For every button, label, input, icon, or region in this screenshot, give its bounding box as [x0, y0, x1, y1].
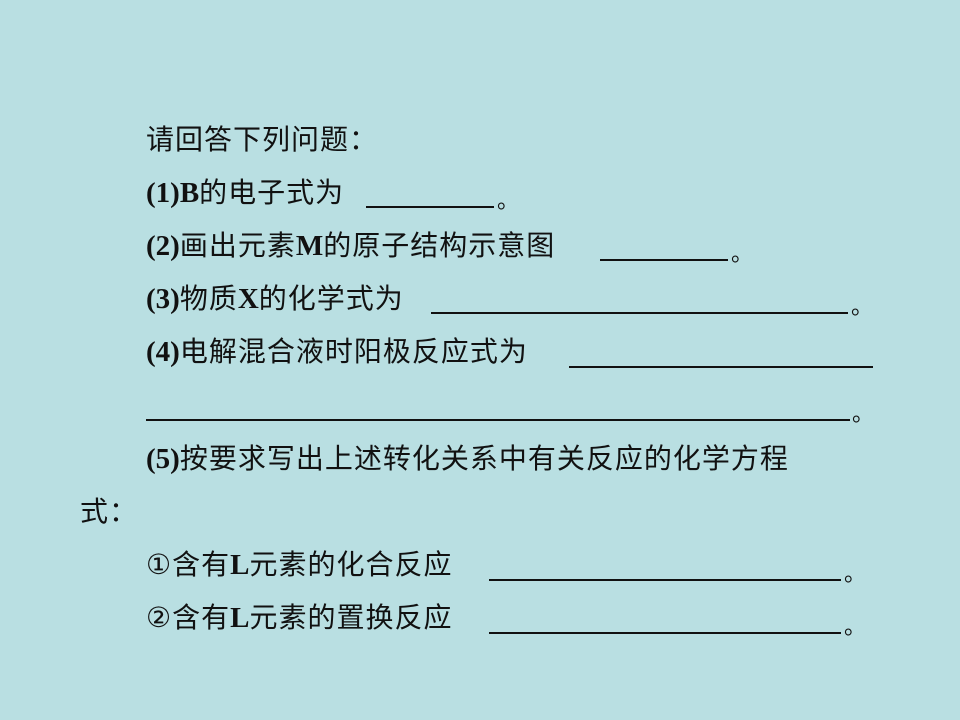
- item-marker: ②: [146, 601, 173, 634]
- question-text: 元素的置换反应: [249, 601, 453, 634]
- question-number: (4): [146, 336, 180, 368]
- question-1: (1) B 的电子式为: [146, 173, 344, 213]
- question-text: 电解混合液时阳极反应式为: [179, 335, 528, 368]
- bold-symbol: X: [237, 283, 259, 315]
- question-number: (3): [146, 283, 180, 315]
- question-number: (2): [146, 230, 180, 262]
- bold-symbol: B: [179, 177, 200, 209]
- answer-blank-3[interactable]: [431, 312, 848, 314]
- intro-text: 请回答下列问题：: [146, 123, 379, 156]
- bold-symbol: M: [295, 230, 324, 262]
- question-text-pre: 物质: [179, 282, 238, 315]
- answer-blank-1[interactable]: [366, 206, 494, 208]
- answer-blank-5-2[interactable]: [489, 632, 841, 634]
- intro-line: 请回答下列问题：: [146, 120, 378, 160]
- period: 。: [844, 615, 867, 640]
- question-number: (5): [146, 443, 180, 475]
- question-number: (1): [146, 177, 180, 209]
- period: 。: [844, 562, 867, 587]
- question-5: (5) 按要求写出上述转化关系中有关反应的化学方程: [146, 439, 789, 479]
- question-text-pre: 含有: [172, 548, 231, 581]
- question-text-pre: 含有: [172, 601, 231, 634]
- answer-blank-4a[interactable]: [569, 366, 873, 368]
- question-5-1: ① 含有 L 元素的化合反应: [146, 545, 452, 585]
- period: 。: [851, 295, 874, 320]
- question-text: 的电子式为: [199, 176, 345, 209]
- item-marker: ①: [146, 548, 173, 581]
- question-text: 按要求写出上述转化关系中有关反应的化学方程: [179, 442, 789, 475]
- period: 。: [852, 402, 875, 427]
- question-text: 元素的化合反应: [249, 548, 453, 581]
- question-text: 的原子结构示意图: [323, 229, 556, 262]
- question-5-continuation: 式：: [80, 492, 138, 532]
- answer-blank-5-1[interactable]: [489, 579, 841, 581]
- bold-symbol: L: [230, 602, 250, 634]
- question-text-pre: 画出元素: [179, 229, 296, 262]
- bold-symbol: L: [230, 549, 250, 581]
- question-text-cont: 式：: [80, 495, 139, 528]
- period: 。: [731, 242, 754, 267]
- question-3: (3) 物质 X 的化学式为: [146, 279, 404, 319]
- question-2: (2) 画出元素 M 的原子结构示意图: [146, 226, 555, 266]
- answer-blank-4b[interactable]: [146, 419, 850, 421]
- question-4: (4) 电解混合液时阳极反应式为: [146, 332, 528, 372]
- question-5-2: ② 含有 L 元素的置换反应: [146, 598, 452, 638]
- period: 。: [497, 189, 520, 214]
- question-text: 的化学式为: [258, 282, 404, 315]
- answer-blank-2[interactable]: [600, 259, 728, 261]
